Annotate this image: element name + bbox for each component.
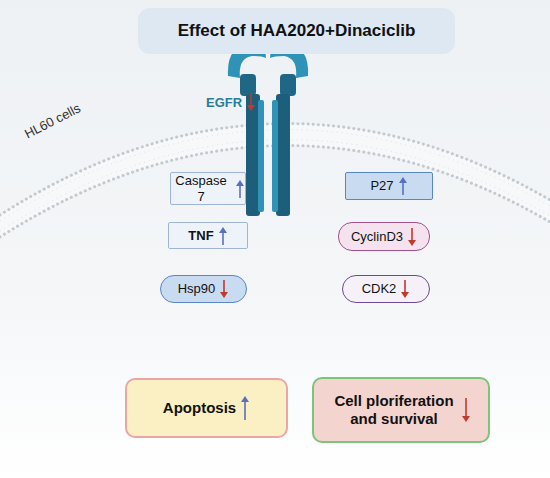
increase-arrow xyxy=(398,177,408,195)
increase-arrow xyxy=(235,180,245,198)
title-text: Effect of HAA2020+Dinaciclib xyxy=(178,21,416,41)
protein-pill: Hsp90 xyxy=(160,275,247,303)
node-label: Cell ploriferation and survival xyxy=(332,392,457,428)
receptor-label-text: EGFR xyxy=(206,95,242,110)
egfr-receptor xyxy=(228,44,308,216)
node-label: Apoptosis xyxy=(163,399,236,417)
decrease-arrow xyxy=(461,398,471,422)
decrease-arrow xyxy=(400,280,410,298)
increase-arrow xyxy=(240,396,250,420)
node-label: TNF xyxy=(188,228,213,244)
node-label: Caspase 7 xyxy=(171,173,231,204)
node-label: CDK2 xyxy=(362,281,397,297)
cell-line-label: HL60 cells xyxy=(22,100,83,141)
node-label: P27 xyxy=(370,178,393,194)
decrease-arrow xyxy=(246,93,256,111)
protein-box: P27 xyxy=(345,172,433,200)
protein-pill: CyclinD3 xyxy=(338,222,430,251)
title-box: Effect of HAA2020+Dinaciclib xyxy=(138,8,455,54)
protein-pill: CDK2 xyxy=(342,275,430,303)
increase-arrow xyxy=(218,227,228,245)
decrease-arrow xyxy=(219,280,229,298)
protein-box: TNF xyxy=(168,222,248,249)
outcome-box: Apoptosis xyxy=(125,378,288,438)
outcome-box: Cell ploriferation and survival xyxy=(312,377,490,443)
node-label: Hsp90 xyxy=(178,281,216,297)
protein-box: Caspase 7 xyxy=(170,172,246,205)
cell-line-label-text: HL60 cells xyxy=(22,100,83,141)
node-label: CyclinD3 xyxy=(351,229,403,245)
receptor-label: EGFR xyxy=(206,93,256,111)
decrease-arrow xyxy=(407,228,417,246)
